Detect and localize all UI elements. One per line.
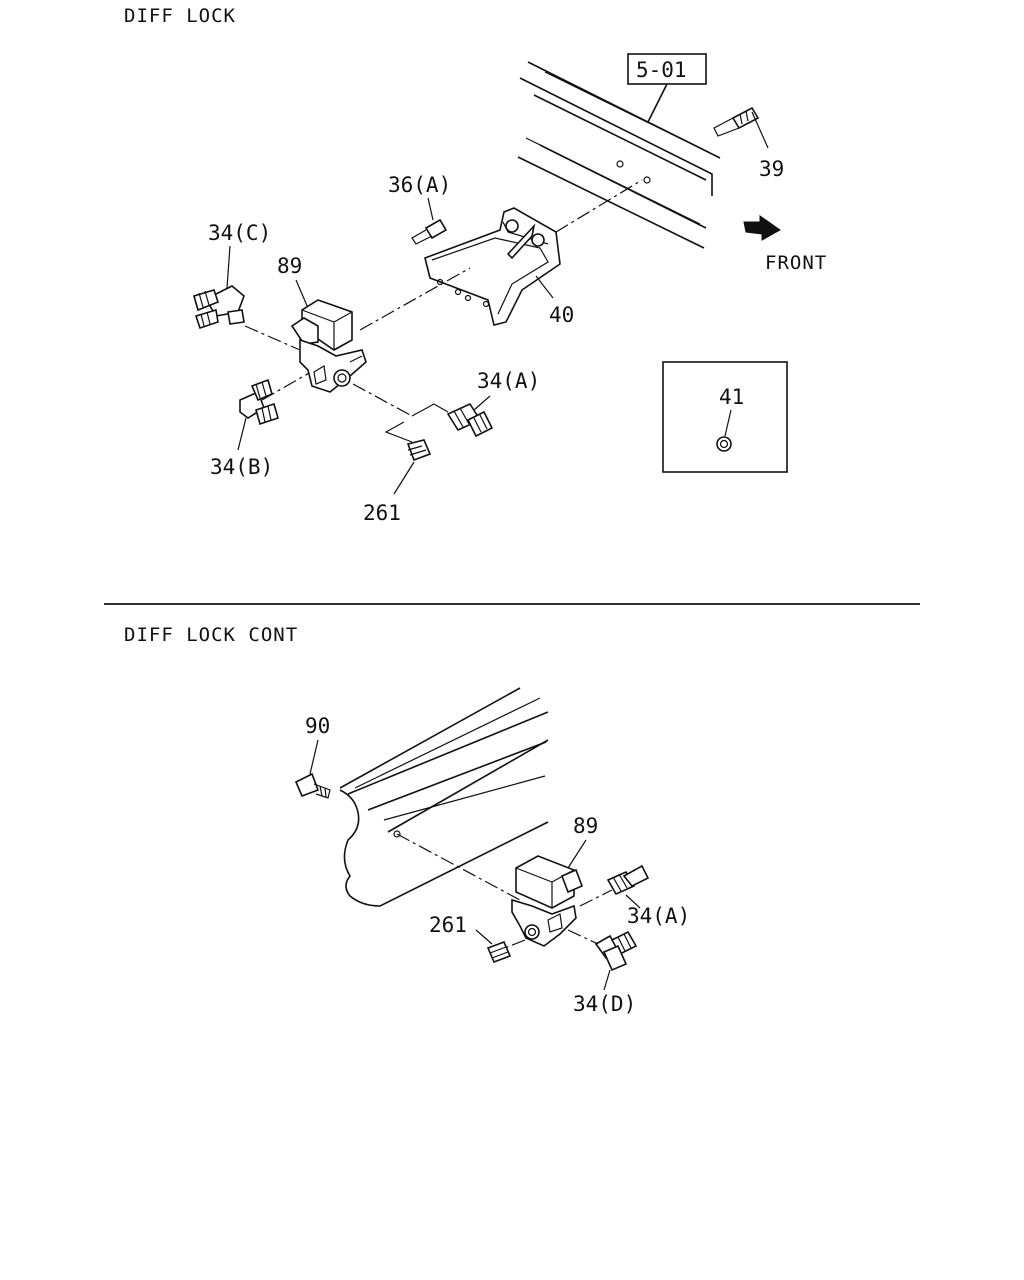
- bolt-90: 90: [294, 714, 331, 799]
- frame-rail-lower: [339, 687, 549, 907]
- callout-34a-bottom: 34(A): [627, 904, 690, 928]
- straight-fitting-34a: 34(A): [446, 369, 540, 438]
- frame-rail: [517, 61, 721, 249]
- section-title-diff-lock: DIFF LOCK: [124, 5, 236, 27]
- plug-261: 261: [363, 439, 432, 525]
- reference-box: 5-01: [627, 53, 707, 123]
- callout-34a-top: 34(A): [477, 369, 540, 393]
- bolt-39: 39: [713, 106, 784, 181]
- inset-box-41: 41: [662, 361, 788, 473]
- reference-box-label: 5-01: [636, 58, 687, 82]
- solenoid-valve-89: 89: [277, 254, 367, 393]
- callout-261-top: 261: [363, 501, 401, 525]
- callout-34c: 34(C): [208, 221, 271, 245]
- callout-261-bottom: 261: [429, 913, 467, 937]
- callout-39: 39: [759, 157, 784, 181]
- callout-34d: 34(D): [573, 992, 636, 1016]
- elbow-fitting-34b: 34(B): [210, 378, 279, 479]
- section-title-diff-lock-cont: DIFF LOCK CONT: [124, 624, 298, 646]
- callout-40: 40: [549, 303, 574, 327]
- tee-fitting-34c: 34(C): [193, 221, 271, 330]
- plug-261-lower: 261: [429, 913, 512, 964]
- callout-89-bottom: 89: [573, 814, 598, 838]
- bolt-36a: 36(A): [388, 173, 451, 245]
- callout-36a: 36(A): [388, 173, 451, 197]
- bracket-40: 40: [424, 207, 574, 327]
- inset-callout-41: 41: [719, 385, 744, 409]
- straight-fitting-34a-lower: 34(A): [606, 864, 690, 928]
- callout-34b: 34(B): [210, 455, 273, 479]
- elbow-fitting-34d: 34(D): [573, 930, 638, 1016]
- arrow-front-icon: FRONT: [743, 215, 827, 274]
- direction-label: FRONT: [765, 252, 827, 274]
- callout-90: 90: [305, 714, 330, 738]
- solenoid-valve-89-lower: 89: [511, 814, 598, 947]
- callout-89-top: 89: [277, 254, 302, 278]
